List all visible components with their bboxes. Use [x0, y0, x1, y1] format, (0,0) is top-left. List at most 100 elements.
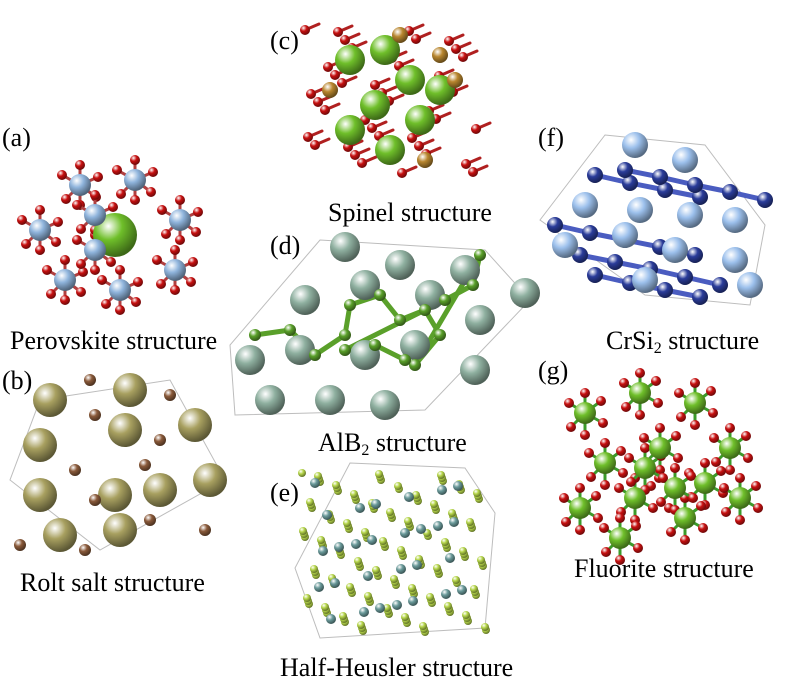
b-site-atom	[169, 209, 191, 231]
aluminium-atom	[510, 278, 540, 308]
light-atom	[452, 576, 460, 584]
oxygen-atom	[461, 159, 471, 169]
fluorine-atom	[658, 473, 668, 483]
fluorine-atom	[635, 410, 645, 420]
small-atom	[154, 434, 166, 446]
oxygen-atom	[157, 205, 167, 215]
fluorine-atom	[700, 458, 710, 468]
oxygen-atom	[108, 202, 118, 212]
rock-salt-structure-figure	[9, 373, 227, 556]
fluorine-atom	[564, 398, 574, 408]
fluorine-atom	[741, 431, 751, 441]
fluorine-atom	[671, 431, 681, 441]
fluorine-atom	[631, 521, 641, 531]
fluorine-atom	[635, 368, 645, 378]
oxygen-atom	[458, 52, 468, 62]
fluorine-atom	[655, 465, 665, 475]
oxygen-atom	[323, 62, 333, 72]
caption-alb2: AlB2 structure	[318, 430, 467, 459]
fluorine-atom	[624, 453, 634, 463]
fluorine-atom	[656, 497, 666, 507]
calcium-atom	[574, 402, 596, 424]
small-atom	[89, 494, 101, 506]
heavy-atom	[457, 585, 467, 595]
boron-atom	[249, 329, 261, 341]
large-atom	[23, 428, 57, 462]
si-atom	[677, 269, 693, 285]
large-atom	[178, 408, 212, 442]
light-atom	[462, 611, 470, 619]
calcium-atom	[629, 382, 651, 404]
octahedral-cation	[335, 45, 365, 75]
fluorine-atom	[725, 465, 735, 475]
oxygen-atom	[106, 257, 116, 267]
boron-atom	[399, 354, 411, 366]
oxygen-atom	[115, 305, 125, 315]
caption-alb2-formula: AlB	[318, 428, 362, 457]
light-atom	[481, 623, 489, 631]
fluorine-atom	[616, 446, 626, 456]
b-site-atom	[109, 279, 131, 301]
fluorine-atom	[640, 443, 650, 453]
oxygen-atom	[93, 172, 103, 182]
heavy-atom	[441, 589, 451, 599]
light-atom	[397, 546, 405, 554]
oxygen-atom	[97, 275, 107, 285]
light-atom	[473, 489, 481, 497]
fluorine-atom	[655, 423, 665, 433]
fluorine-atom	[580, 388, 590, 398]
aluminium-atom	[330, 232, 360, 262]
oxygen-atom	[115, 265, 125, 275]
oxygen-atom	[170, 245, 180, 255]
light-atom	[444, 602, 452, 610]
heavy-atom	[351, 539, 361, 549]
caption-crsi2: CrSi2 structure	[606, 328, 759, 357]
fluorine-atom	[721, 507, 731, 517]
heavy-atom	[318, 546, 328, 556]
caption-alb2-suffix: structure	[369, 428, 467, 457]
oxygen-atom	[306, 89, 316, 99]
cr-atom	[722, 207, 748, 233]
calcium-atom	[694, 472, 716, 494]
fluorine-atom	[676, 412, 686, 422]
caption-perovskite: Perovskite structure	[10, 326, 218, 355]
oxygen-atom	[193, 207, 203, 217]
aluminium-atom	[400, 330, 430, 360]
heavy-atom	[310, 478, 320, 488]
light-atom	[404, 517, 412, 525]
fluorine-atom	[753, 503, 763, 513]
fluorine-atom	[593, 513, 603, 523]
boron-atom	[434, 329, 446, 341]
si-atom	[587, 167, 603, 183]
si-atom	[687, 177, 703, 193]
oxygen-atom	[468, 167, 478, 177]
oxygen-atom	[131, 297, 141, 307]
tetrahedral-cation	[392, 27, 408, 43]
aluminium-atom	[465, 305, 495, 335]
large-atom	[23, 478, 57, 512]
large-atom	[43, 518, 77, 552]
light-atom	[448, 509, 456, 517]
oxygen-atom	[72, 200, 82, 210]
light-atom	[386, 508, 394, 516]
caption-fluorite: Fluorite structure	[574, 554, 754, 583]
light-atom	[317, 536, 325, 544]
fluorine-atom	[735, 473, 745, 483]
fluorine-atom	[653, 398, 663, 408]
oxygen-atom	[414, 141, 424, 151]
heavy-atom	[392, 600, 402, 610]
boron-atom	[419, 304, 431, 316]
aluminium-atom	[415, 280, 445, 310]
b-site-atom	[84, 239, 106, 261]
calcium-atom	[594, 452, 616, 474]
fluorine-atom	[686, 471, 696, 481]
heavy-atom	[404, 492, 414, 502]
fluorine-atom	[559, 493, 569, 503]
fluorine-atom	[651, 376, 661, 386]
light-atom	[375, 470, 383, 478]
heavy-atom	[334, 542, 344, 552]
calcium-atom	[624, 487, 646, 509]
si-atom	[657, 182, 673, 198]
fluorine-atom	[706, 386, 716, 396]
light-atom	[364, 592, 372, 600]
